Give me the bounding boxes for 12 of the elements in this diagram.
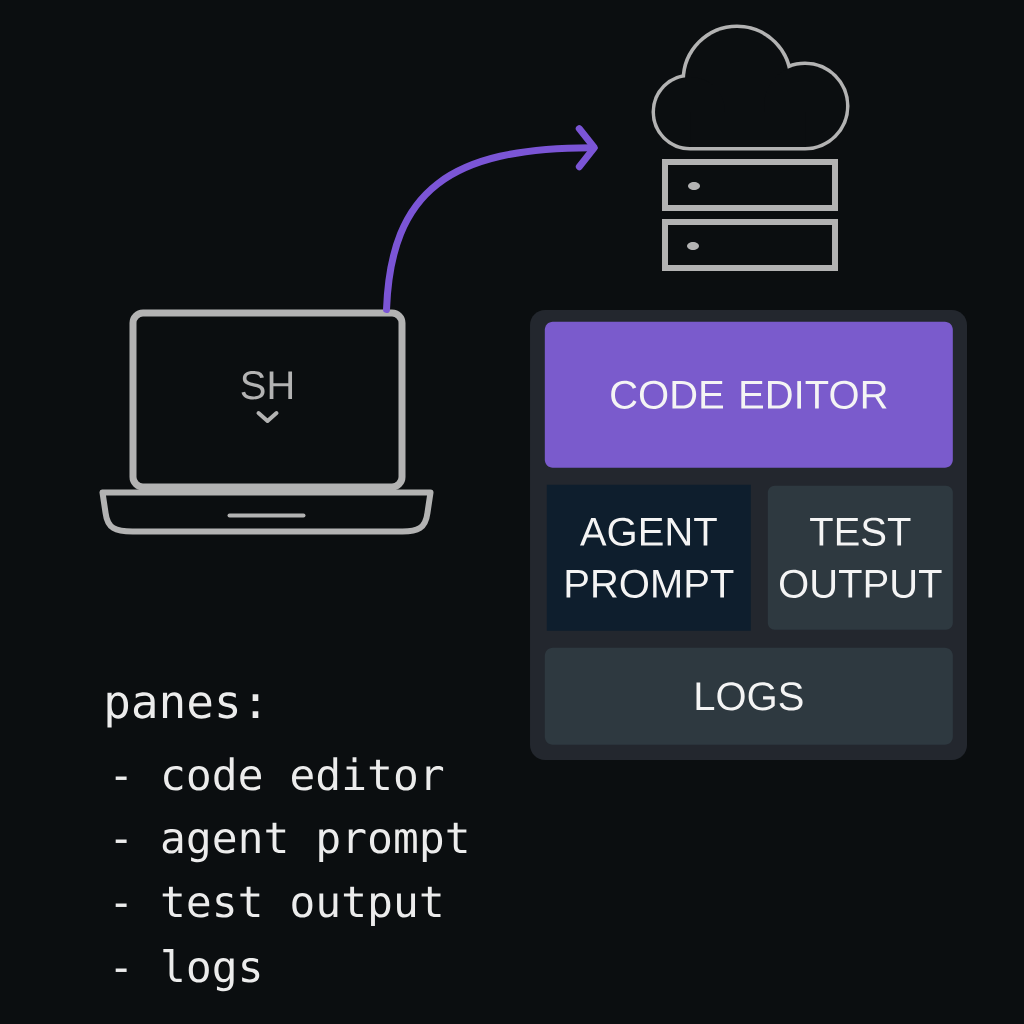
list-item: - code editor [115, 757, 444, 791]
cloud-server-icon [651, 24, 850, 271]
list-item: - test output [115, 886, 441, 926]
pane: LOGS [544, 647, 953, 745]
pane: AGENT PROMPT [546, 484, 751, 631]
pane: CODE EDITOR [544, 321, 953, 468]
laptop: SH [99, 309, 434, 535]
list-item: - agent prompt [115, 822, 467, 863]
heading: panes: [107, 692, 259, 728]
pane: TEST OUTPUT [767, 485, 953, 630]
arrow [383, 125, 598, 313]
list-item: - logs [115, 949, 260, 992]
